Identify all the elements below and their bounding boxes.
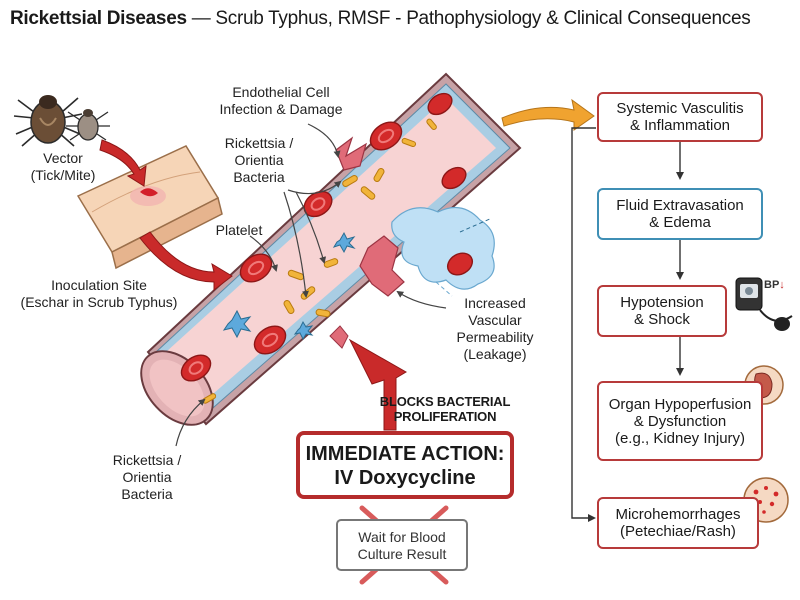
- platelets: [222, 231, 356, 341]
- permeability-line3: Permeability: [456, 329, 534, 345]
- endothelial-label: Endothelial Cell Infection & Damage: [211, 84, 351, 118]
- bp-down-arrow-icon: ↓: [779, 279, 785, 291]
- step4-line1: Organ Hypoperfusion: [608, 395, 752, 413]
- flow-step-organ-dysfunction: Organ Hypoperfusion& Dysfunction(e.g., K…: [597, 381, 763, 461]
- bacteria-rods: [202, 118, 437, 404]
- action-line1: IMMEDIATE ACTION:: [305, 443, 505, 465]
- wait-culture-box: Wait for Blood Culture Result: [336, 519, 468, 571]
- inoculation-label: Inoculation Site (Eschar in Scrub Typhus…: [4, 277, 194, 311]
- flow-step-microhemorrhages: Microhemorrhages(Petechiae/Rash): [597, 497, 759, 549]
- flow-step-hypotension: Hypotension& Shock: [597, 285, 727, 337]
- bacteria-bottom-line1: Rickettsia /: [112, 452, 182, 468]
- blocks-proliferation-label: BLOCKS BACTERIAL PROLIFERATION: [360, 394, 530, 424]
- step3-line1: Hypotension: [620, 294, 704, 311]
- permeability-line4: (Leakage): [463, 346, 527, 362]
- title-bold: Rickettsial Diseases: [10, 8, 187, 29]
- red-blood-cells: [180, 92, 474, 382]
- bp-label-text: BP: [764, 279, 780, 291]
- endothelial-label-line1: Endothelial Cell: [232, 84, 330, 100]
- orange-arrow: [501, 98, 595, 131]
- bp-label: BP↓: [764, 279, 785, 291]
- platelet-label: Platelet: [204, 222, 274, 239]
- blocks-line2: PROLIFERATION: [393, 409, 497, 424]
- flow-step-vasculitis: Systemic Vasculitis& Inflammation: [597, 92, 763, 142]
- step2-line2: & Edema: [649, 214, 711, 231]
- endothelial-label-line2: Infection & Damage: [219, 101, 343, 117]
- step5-line1: Microhemorrhages: [615, 506, 741, 523]
- skin-patch: [76, 145, 223, 270]
- bacteria-bottom-line3: Bacteria: [121, 486, 173, 502]
- inoculation-label-line2: (Eschar in Scrub Typhus): [20, 294, 178, 310]
- step2-line1: Fluid Extravasation: [616, 197, 744, 214]
- step1-line1: Systemic Vasculitis: [616, 100, 744, 117]
- page-title: Rickettsial Diseases — Scrub Typhus, RMS…: [10, 8, 790, 30]
- blocks-line1: BLOCKS BACTERIAL: [379, 394, 511, 409]
- vector-label-line1: Vector: [43, 150, 83, 166]
- blood-vessel: [140, 72, 522, 426]
- bacteria-bottom-line2: Orientia: [122, 469, 172, 485]
- bacteria-top-line2: Orientia: [234, 152, 284, 168]
- flow-step-extravasation: Fluid Extravasation& Edema: [597, 188, 763, 240]
- vector-label: Vector (Tick/Mite): [18, 150, 108, 184]
- permeability-line2: Vascular: [468, 312, 522, 328]
- leader-lines: [175, 123, 447, 447]
- platelet-label-text: Platelet: [215, 222, 263, 238]
- mite-icon: [66, 109, 110, 141]
- tick-icon: [13, 95, 83, 147]
- bacteria-top-line3: Bacteria: [233, 169, 285, 185]
- permeability-label: Increased Vascular Permeability (Leakage…: [440, 295, 550, 363]
- title-rest: — Scrub Typhus, RMSF - Pathophysiology &…: [186, 8, 751, 29]
- flow-connectors: [571, 127, 684, 522]
- leak-fluid: [391, 206, 495, 297]
- damaged-endothelium: [329, 136, 405, 349]
- step4-line2: & Dysfunction: [633, 412, 727, 430]
- action-line2: IV Doxycycline: [334, 467, 476, 489]
- step5-line2: (Petechiae/Rash): [620, 523, 736, 540]
- bacteria-top-line1: Rickettsia /: [224, 135, 294, 151]
- inoculation-label-line1: Inoculation Site: [51, 277, 147, 293]
- bacteria-label-bottom: Rickettsia / Orientia Bacteria: [92, 452, 202, 503]
- immediate-action-box: IMMEDIATE ACTION: IV Doxycycline: [296, 431, 514, 499]
- permeability-line1: Increased: [464, 295, 526, 311]
- step3-line2: & Shock: [634, 311, 690, 328]
- wait-line1: Wait for Blood: [358, 529, 446, 545]
- bp-monitor-icon: [735, 277, 793, 331]
- wait-line2: Culture Result: [357, 546, 447, 562]
- vector-label-line2: (Tick/Mite): [30, 167, 96, 183]
- step4-line3: (e.g., Kidney Injury): [614, 429, 746, 447]
- step1-line2: & Inflammation: [629, 117, 731, 134]
- red-arrows: [99, 139, 407, 431]
- bacteria-label-top: Rickettsia / Orientia Bacteria: [204, 135, 314, 186]
